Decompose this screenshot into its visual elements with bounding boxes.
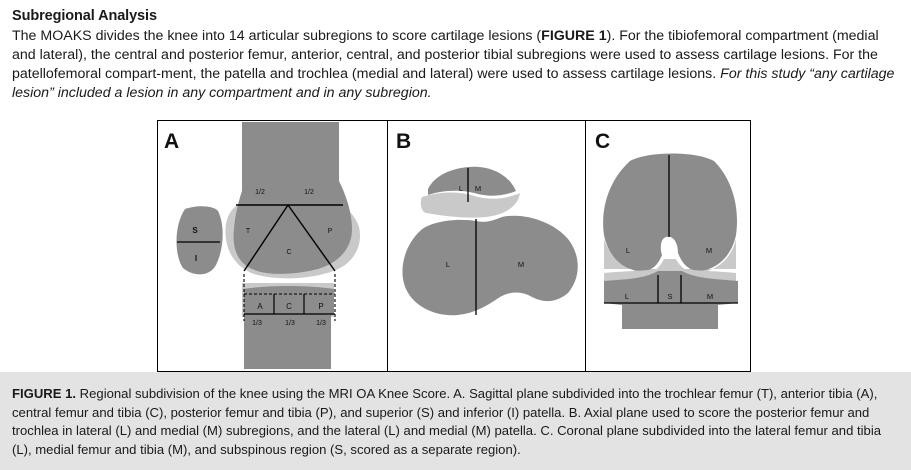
panel-a: A S I 1/2 1/2 T C P [164, 122, 361, 369]
paragraph-italic-note: For this study “any cartilage lesion” in… [12, 66, 895, 101]
patella-axial-cartilage [420, 192, 520, 218]
label-medial-femur-axial: M [518, 260, 524, 269]
label-subspinous-tibia: S [667, 292, 672, 301]
panel-b-letter: B [396, 130, 411, 153]
label-fraction-right: 1/2 [304, 189, 314, 196]
label-tibia-fraction-1: 1/3 [252, 320, 262, 327]
label-tibia-fraction-3: 1/3 [316, 320, 326, 327]
patella-axial-bone [428, 166, 516, 196]
label-lateral-femur-coronal: L [626, 246, 630, 255]
section-paragraph: The MOAKS divides the knee into 14 artic… [12, 27, 900, 103]
label-posterior-tibia: P [318, 302, 323, 311]
label-lateral-patella: L [459, 184, 463, 193]
caption-text: Regional subdivision of the knee using t… [12, 386, 882, 457]
tibia-coronal-bone [604, 271, 738, 329]
label-medial-femur-coronal: M [706, 246, 712, 255]
label-central-tibia: C [286, 302, 292, 311]
label-fraction-left: 1/2 [255, 189, 265, 196]
femur-bone [233, 122, 352, 274]
tibia-bone [244, 286, 334, 369]
figure-1: A S I 1/2 1/2 T C P [157, 120, 751, 372]
figure-caption: FIGURE 1. Regional subdivision of the kn… [12, 385, 900, 459]
femur-diagonal-right [287, 204, 336, 272]
section-heading: Subregional Analysis [12, 8, 157, 24]
panel-divider [387, 121, 389, 371]
femur-coronal-bone [603, 153, 738, 271]
paragraph-text-1: The MOAKS divides the knee into 14 artic… [12, 28, 542, 44]
caption-label: FIGURE 1. [12, 386, 77, 401]
label-trochlear-femur: T [246, 228, 251, 235]
femur-diagonal-left [243, 204, 289, 272]
label-patella-superior: S [192, 226, 198, 235]
patella-shape [176, 206, 223, 275]
label-medial-tibia-coronal: M [707, 292, 713, 301]
femur-coronal-cartilage [604, 239, 736, 273]
label-central-femur: C [286, 249, 291, 256]
femur-axial-bone [402, 215, 578, 316]
figure-reference: FIGURE 1 [541, 28, 607, 44]
knee-diagram: A S I 1/2 1/2 T C P [164, 122, 738, 369]
panel-a-letter: A [164, 130, 179, 153]
label-posterior-femur: P [328, 228, 333, 235]
label-anterior-tibia: A [257, 302, 263, 311]
label-patella-inferior: I [195, 254, 197, 263]
panel-c-letter: C [595, 130, 610, 153]
panel-divider [585, 121, 587, 371]
caption-background [0, 372, 911, 470]
panel-c: C L M L S M [595, 130, 738, 329]
label-lateral-femur-axial: L [446, 260, 450, 269]
label-lateral-tibia-coronal: L [625, 292, 629, 301]
panel-b: B L M L M [396, 130, 578, 316]
label-tibia-fraction-2: 1/3 [285, 320, 295, 327]
paragraph-text-2: ). For the tibiofemoral compartment (med… [12, 28, 879, 82]
label-medial-patella: M [475, 184, 481, 193]
